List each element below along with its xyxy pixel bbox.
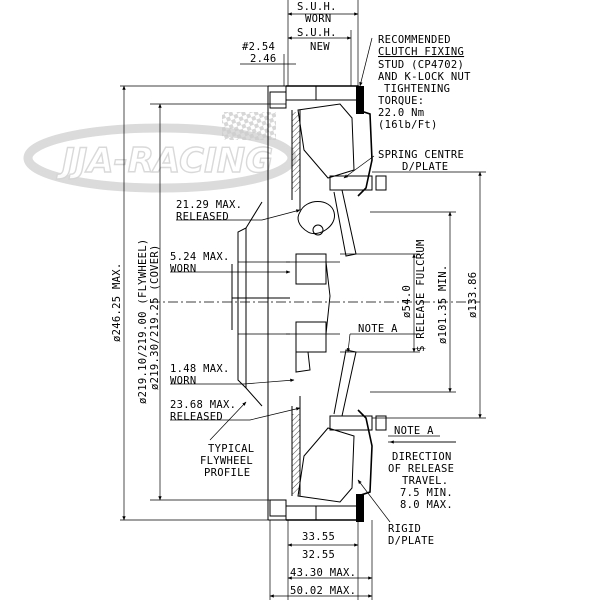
dim-54: ø54.0 [401, 285, 413, 318]
dim-219-flywheel: ø219.10/219.00 (FLYWHEEL) [137, 238, 149, 404]
worn-label-1: WORN [170, 263, 197, 275]
dim-33-55: 33.55 [302, 531, 335, 543]
dim-43-30: 43.30 MAX. [290, 567, 356, 579]
typical-label-2: FLYWHEEL [200, 455, 253, 467]
dim-50-02: 50.02 MAX. [290, 585, 356, 597]
released-label-1: RELEASED [176, 211, 229, 223]
pressure-plate-bottom [285, 321, 387, 522]
fixing-note-8: (16lb/Ft) [378, 119, 438, 131]
note-a-upper: NOTE A [358, 323, 398, 335]
dimension-lines-bottom [269, 520, 373, 600]
worn-label-2: WORN [170, 375, 197, 387]
suh-worn-label: S.U.H. [297, 1, 337, 13]
suh-new-label: S.U.H. [297, 27, 337, 39]
typical-label-1: TYPICAL [208, 443, 254, 455]
dimension-lines-top [240, 0, 373, 87]
direction-label-3: TRAVEL. [402, 475, 448, 487]
leader-lines [170, 155, 456, 523]
typical-label-3: PROFILE [204, 467, 250, 479]
direction-label-2: OF RELEASE [388, 463, 454, 475]
dim-1-48: 1.48 MAX. [170, 363, 230, 375]
flywheel-profile [231, 85, 296, 521]
dimension-lines-left [120, 85, 286, 521]
spring-centre-sub: D/PLATE [402, 161, 448, 173]
fixing-note-7: 22.0 Nm [378, 107, 424, 119]
dim-21-29: 21.29 MAX. [176, 199, 242, 211]
annotation-text: S.U.H. WORN S.U.H. NEW #2.54 2.46 RECOMM… [111, 1, 479, 597]
logo-text: JJA-RACING [56, 141, 273, 181]
fixing-note-3: STUD (CP4702) [378, 59, 464, 71]
direction-label-1: DIRECTION [392, 451, 452, 463]
fixing-note-4: AND K-LOCK NUT [378, 71, 471, 83]
fixing-note-1: RECOMMENDED [378, 34, 451, 46]
released-label-2: RELEASED [170, 411, 223, 423]
fixing-note-2: CLUTCH FIXING [378, 46, 464, 58]
dim-2-46: 2.46 [250, 53, 277, 65]
dim-133-86: ø133.86 [467, 272, 479, 318]
hub-section [150, 261, 480, 335]
direction-label-4: 7.5 MIN. [400, 487, 453, 499]
dim-32-55: 32.55 [302, 549, 335, 561]
spring-centre-label: SPRING CENTRE [378, 149, 464, 161]
release-fulcrum-label: $ RELEASE FULCRUM [415, 239, 427, 352]
rigid-label-2: D/PLATE [388, 535, 434, 547]
dim-101-35: ø101.35 MIN. [437, 265, 449, 344]
dimension-lines-right [340, 171, 486, 419]
suh-new-sub: NEW [310, 41, 330, 53]
dim-246-25: ø246.25 MAX. [111, 263, 123, 342]
note-a-lower: NOTE A [394, 425, 434, 437]
pressure-plate-top [285, 85, 387, 285]
fixing-note-6: TORQUE: [378, 95, 424, 107]
rigid-label-1: RIGID [388, 523, 421, 535]
dim-2-54: #2.54 [242, 41, 275, 53]
dim-23-68: 23.68 MAX. [170, 399, 236, 411]
suh-worn-sub: WORN [305, 13, 332, 25]
fixing-note-5: TIGHTENING [384, 83, 450, 95]
direction-label-5: 8.0 MAX. [400, 499, 453, 511]
dim-5-24: 5.24 MAX. [170, 251, 230, 263]
dim-219-cover: ø219.30/219.25 (COVER) [149, 244, 161, 390]
